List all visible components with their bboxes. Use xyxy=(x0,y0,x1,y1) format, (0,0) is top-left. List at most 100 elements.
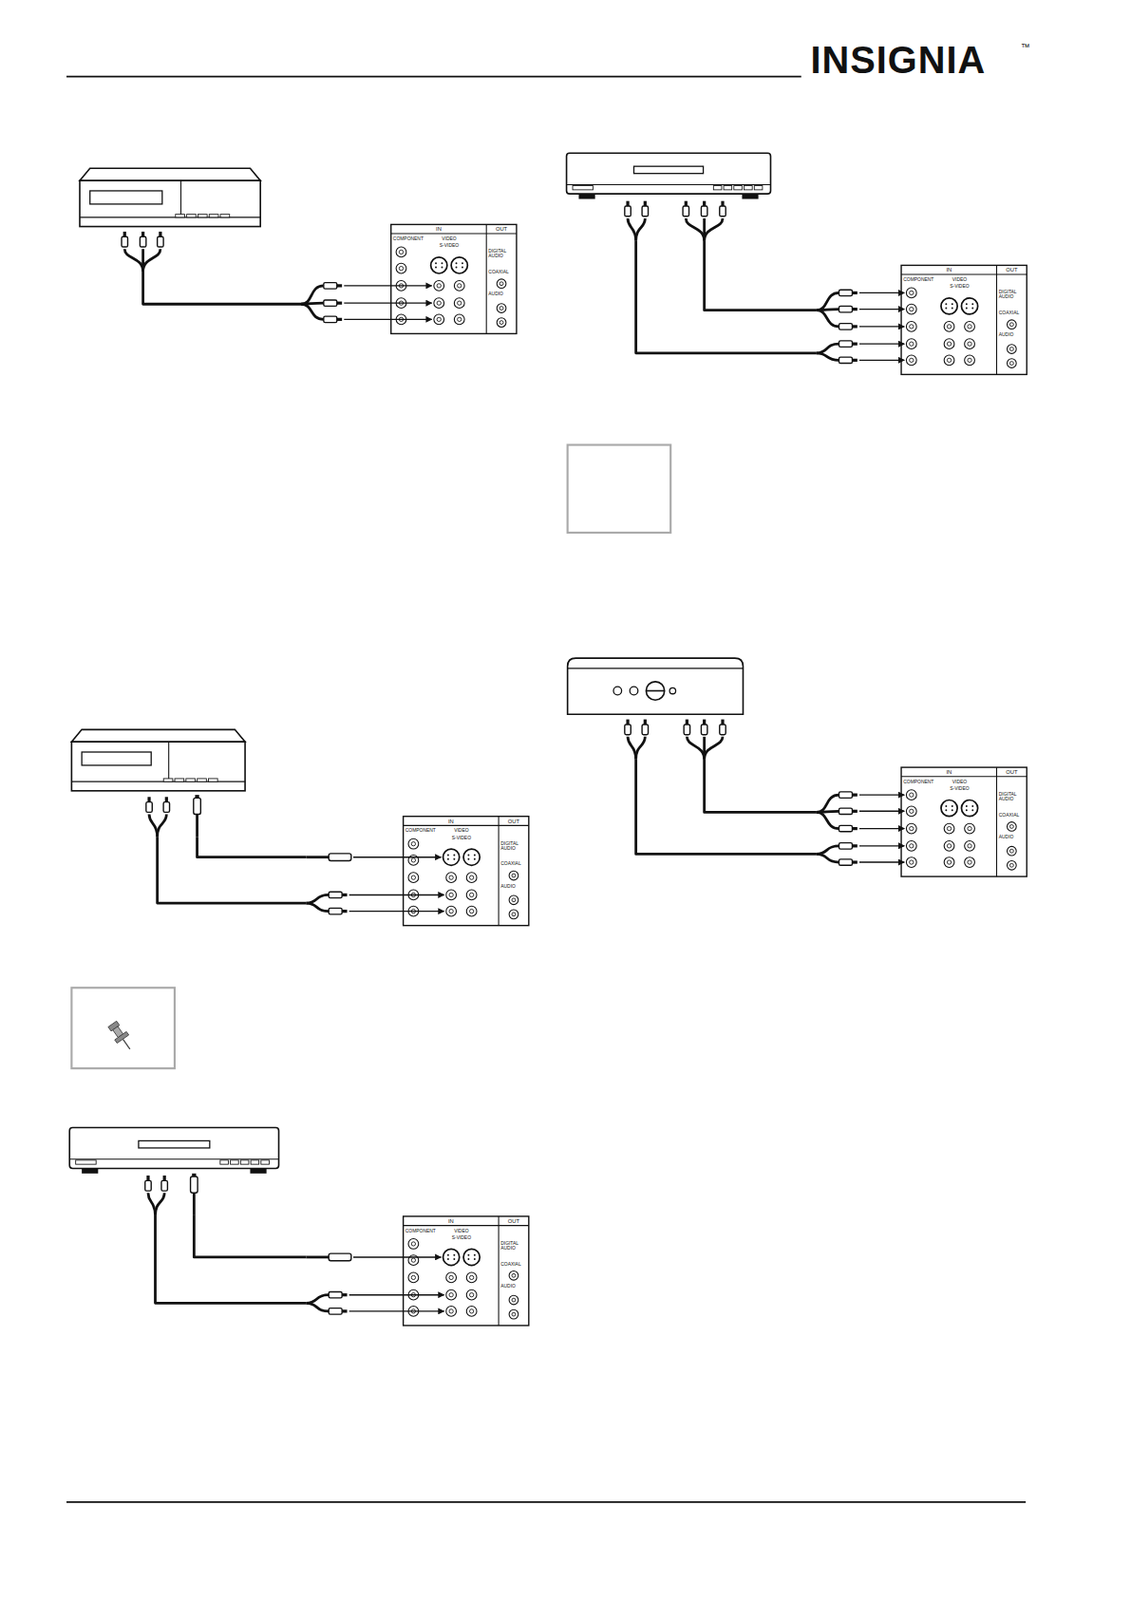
vcr-button xyxy=(197,214,208,218)
audio-out-jack xyxy=(496,279,507,289)
component-jack xyxy=(905,339,917,350)
s-video-plug xyxy=(190,1176,199,1193)
av-jack xyxy=(964,840,976,851)
s-video-pin xyxy=(467,858,470,861)
connection-arrow xyxy=(343,301,432,303)
av-jack xyxy=(466,1306,477,1318)
component-jack xyxy=(905,823,917,834)
jack-center xyxy=(967,826,972,830)
jack-label: DIGITAL AUDIO xyxy=(500,841,528,851)
panel-heading: OUT xyxy=(508,1218,520,1225)
rca-plug xyxy=(328,891,342,898)
jack-center xyxy=(469,1309,473,1314)
av-jack xyxy=(453,281,465,292)
rca-plug xyxy=(683,724,690,736)
dvd-button xyxy=(230,1160,240,1165)
rca-plug xyxy=(838,859,852,866)
cable xyxy=(816,353,840,361)
connection-arrow xyxy=(349,894,445,896)
plug-tip xyxy=(341,893,347,897)
rca-plug xyxy=(328,1291,342,1298)
plug-tip xyxy=(165,796,169,802)
s-video-pin xyxy=(473,1254,476,1257)
cable xyxy=(816,811,840,829)
jack-label: COAXIAL xyxy=(999,310,1019,316)
jack-label: S-VIDEO xyxy=(949,786,969,792)
panel-header-rule xyxy=(403,1225,529,1226)
dvd-button xyxy=(240,1160,249,1165)
jack-center xyxy=(511,912,516,917)
dvd-button xyxy=(723,186,733,190)
plug-tip xyxy=(337,318,342,321)
s-video-pin xyxy=(455,262,458,264)
dvd-button xyxy=(261,1160,270,1165)
av-jack xyxy=(466,1272,477,1283)
panel-heading: IN xyxy=(448,1218,454,1225)
rca-plug xyxy=(700,724,707,736)
panel-heading: IN xyxy=(448,818,454,825)
s-video-pin xyxy=(434,262,437,264)
s-video-pin xyxy=(461,266,464,269)
s-video-pin xyxy=(944,809,947,811)
s-video-pin xyxy=(473,858,476,861)
s-video-pin xyxy=(965,307,968,310)
plug-tip xyxy=(851,827,857,830)
plug-tip xyxy=(341,909,347,913)
plug-tip xyxy=(851,810,857,813)
vcr-button xyxy=(186,778,196,782)
plug-tip xyxy=(851,342,857,346)
connection-arrow xyxy=(859,845,905,847)
s-video-pin xyxy=(473,854,476,857)
panel-divider xyxy=(486,224,488,334)
jack-center xyxy=(946,358,951,362)
av-jack xyxy=(446,1306,457,1318)
component-jack xyxy=(408,838,419,849)
s-video-jack xyxy=(451,257,468,274)
cable xyxy=(704,241,817,311)
plug-tip xyxy=(625,719,629,725)
rca-plug xyxy=(838,289,852,296)
cable xyxy=(155,1192,166,1216)
jack-label: S-VIDEO xyxy=(452,1235,472,1241)
jack-label: AUDIO xyxy=(500,884,516,889)
cable xyxy=(704,218,723,242)
cable xyxy=(816,343,840,354)
s-video-pin xyxy=(452,854,455,857)
cable xyxy=(306,903,330,912)
s-video-pin xyxy=(447,854,450,857)
connection-arrow xyxy=(349,1294,445,1296)
knob-mark xyxy=(645,690,664,693)
av-jack xyxy=(943,355,955,366)
component-jack xyxy=(905,857,917,868)
jack-panel xyxy=(901,264,1027,375)
jack-center xyxy=(967,844,972,849)
jack-label: VIDEO xyxy=(453,1228,469,1234)
rca-plug xyxy=(139,236,146,247)
av-jack xyxy=(466,889,477,901)
panel-heading: IN xyxy=(435,226,442,232)
av-jack xyxy=(453,314,465,325)
jack-label: DIGITAL AUDIO xyxy=(999,289,1027,300)
av-jack xyxy=(943,823,955,834)
jack-center xyxy=(511,1298,516,1302)
jack-label: AUDIO xyxy=(500,1283,516,1289)
jack-center xyxy=(946,826,951,830)
rca-plug xyxy=(838,340,852,347)
cable xyxy=(149,814,158,838)
jack-center xyxy=(398,265,403,270)
jack-center xyxy=(1009,863,1014,868)
jack-label: COMPONENT xyxy=(405,1228,436,1234)
connection-arrow xyxy=(349,1310,445,1312)
vcr-button xyxy=(208,214,219,218)
jack-label: S-VIDEO xyxy=(452,835,472,841)
cable xyxy=(636,241,817,354)
connection-arrow xyxy=(859,359,905,361)
s-video-pin xyxy=(447,1254,450,1257)
vcr-divider xyxy=(180,180,182,218)
jack-center xyxy=(967,324,972,329)
rca-plug xyxy=(328,907,342,914)
vcr-button xyxy=(207,778,218,782)
component-jack xyxy=(905,321,917,333)
jack-label: DIGITAL AUDIO xyxy=(999,791,1027,802)
